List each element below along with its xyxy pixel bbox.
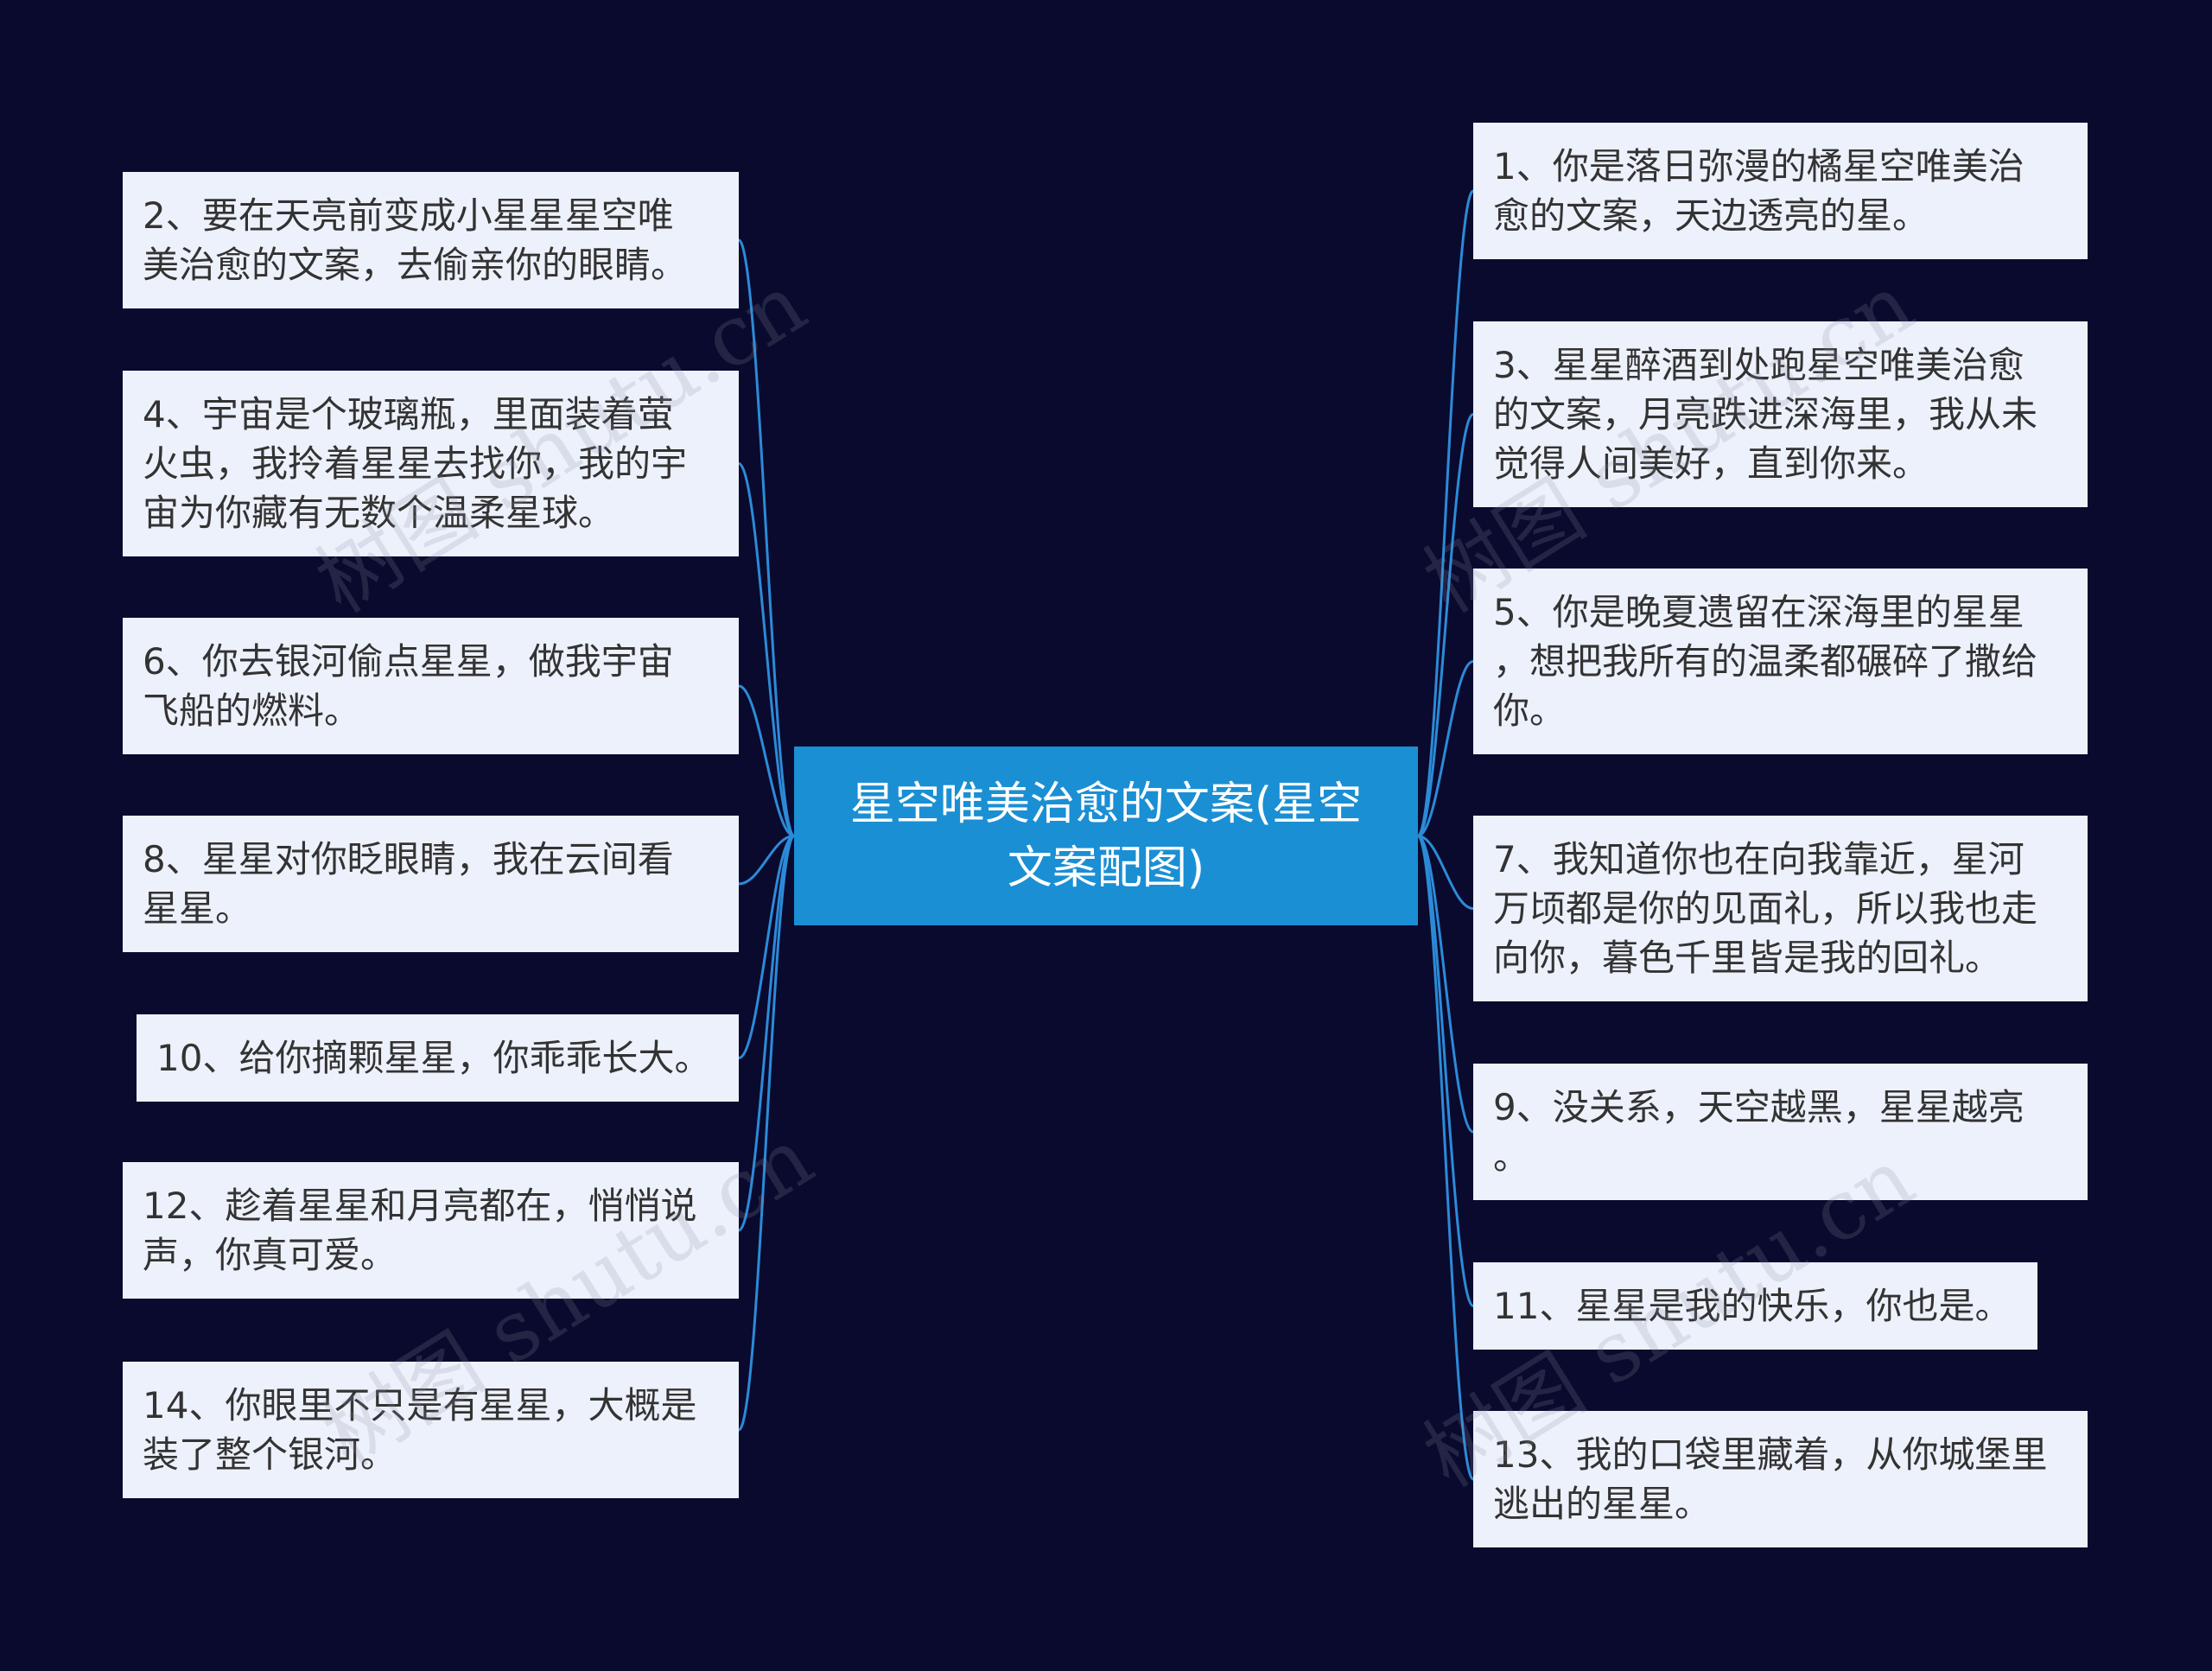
topic-text-line: 美治愈的文案，去偷亲你的眼睛。 <box>143 244 688 286</box>
topic-text-line: 8、星星对你眨眼睛，我在云间看 <box>143 838 674 880</box>
topic-text-line: 9、没关系，天空越黑，星星越亮 <box>1493 1086 2024 1128</box>
right-topic-3[interactable]: 5、你是晚夏遗留在深海里的星星 ，想把我所有的温柔都碾碎了撒给 你。 <box>1473 569 2088 754</box>
connector-line <box>737 835 796 1232</box>
topic-text-line: 7、我知道你也在向我靠近，星河 <box>1493 838 2024 880</box>
connector-line <box>737 462 796 837</box>
topic-text-line: 12、趁着星星和月亮都在，悄悄说 <box>143 1185 697 1227</box>
topic-text-line: 飞船的燃料。 <box>143 689 361 732</box>
connector-line <box>1416 413 1475 837</box>
connector-line <box>737 684 796 837</box>
topic-text-line: 愈的文案，天边透亮的星。 <box>1493 194 1929 237</box>
topic-text-line: 11、星星是我的快乐，你也是。 <box>1493 1285 2012 1327</box>
topic-text-line: ，想把我所有的温柔都碾碎了撒给 <box>1493 640 2038 683</box>
central-topic-line: 星空唯美治愈的文案(星空 <box>849 778 1363 830</box>
topic-text-line: 声，你真可爱。 <box>143 1234 397 1276</box>
left-topic-7[interactable]: 14、你眼里不只是有星星，大概是 装了整个银河。 <box>123 1362 739 1498</box>
connector-line <box>1416 835 1475 1481</box>
right-topic-4[interactable]: 7、我知道你也在向我靠近，星河 万顷都是你的见面礼，所以我也走 向你，暮色千里皆… <box>1473 816 2088 1001</box>
central-topic-line: 文案配图) <box>1007 842 1205 894</box>
right-topic-6[interactable]: 11、星星是我的快乐，你也是。 <box>1473 1262 2037 1350</box>
right-topic-1[interactable]: 1、你是落日弥漫的橘星空唯美治 愈的文案，天边透亮的星。 <box>1473 123 2088 259</box>
topic-text-line: 2、要在天亮前变成小星星星空唯 <box>143 194 674 237</box>
topic-text-line: 1、你是落日弥漫的橘星空唯美治 <box>1493 145 2024 187</box>
left-topic-3[interactable]: 6、你去银河偷点星星，做我宇宙 飞船的燃料。 <box>123 618 739 754</box>
topic-text-line: 13、我的口袋里藏着，从你城堡里 <box>1493 1433 2048 1476</box>
topic-text-line: 3、星星醉酒到处跑星空唯美治愈 <box>1493 344 2024 386</box>
topic-text-line: 向你，暮色千里皆是我的回礼。 <box>1493 937 2002 979</box>
topic-text-line: 4、宇宙是个玻璃瓶，里面装着萤 <box>143 393 674 435</box>
left-topic-5[interactable]: 10、给你摘颗星星，你乖乖长大。 <box>137 1014 739 1102</box>
connector-line <box>737 835 796 1432</box>
connector-line <box>1416 660 1475 837</box>
right-topic-7[interactable]: 13、我的口袋里藏着，从你城堡里 逃出的星星。 <box>1473 1411 2088 1547</box>
left-topic-1[interactable]: 2、要在天亮前变成小星星星空唯 美治愈的文案，去偷亲你的眼睛。 <box>123 172 739 308</box>
left-topic-4[interactable]: 8、星星对你眨眼睛，我在云间看 星星。 <box>123 816 739 952</box>
topic-text-line: 6、你去银河偷点星星，做我宇宙 <box>143 640 674 683</box>
right-topic-2[interactable]: 3、星星醉酒到处跑星空唯美治愈 的文案，月亮跌进深海里，我从未 觉得人间美好，直… <box>1473 321 2088 507</box>
connector-line <box>1416 835 1475 1134</box>
topic-text-line: 的文案，月亮跌进深海里，我从未 <box>1493 393 2038 435</box>
topic-text-line: 5、你是晚夏遗留在深海里的星星 <box>1493 591 2024 633</box>
topic-text-line: 10、给你摘颗星星，你乖乖长大。 <box>156 1037 711 1079</box>
left-topic-2[interactable]: 4、宇宙是个玻璃瓶，里面装着萤 火虫，我拎着星星去找你，我的宇 宙为你藏有无数个… <box>123 371 739 556</box>
topic-text-line: 觉得人间美好，直到你来。 <box>1493 442 1929 485</box>
connector-line <box>1416 189 1475 837</box>
topic-text-line: 宙为你藏有无数个温柔星球。 <box>143 492 615 534</box>
topic-text-line: 14、你眼里不只是有星星，大概是 <box>143 1384 697 1426</box>
topic-text-line: 万顷都是你的见面礼，所以我也走 <box>1493 887 2038 930</box>
connector-line <box>737 835 796 886</box>
topic-text-line: 你。 <box>1493 689 1567 732</box>
right-topic-5[interactable]: 9、没关系，天空越黑，星星越亮 。 <box>1473 1064 2088 1200</box>
topic-text-line: 。 <box>1493 1135 1530 1178</box>
left-topic-6[interactable]: 12、趁着星星和月亮都在，悄悄说 声，你真可爱。 <box>123 1162 739 1299</box>
topic-text-line: 星星。 <box>143 887 252 930</box>
connector-line <box>1416 835 1475 910</box>
topic-text-line: 火虫，我拎着星星去找你，我的宇 <box>143 442 688 485</box>
connector-line <box>737 238 796 837</box>
connector-line <box>737 835 796 1059</box>
topic-text-line: 装了整个银河。 <box>143 1433 397 1476</box>
central-topic-node[interactable]: 星空唯美治愈的文案(星空 文案配图) <box>794 747 1418 925</box>
topic-text-line: 逃出的星星。 <box>1493 1483 1712 1525</box>
